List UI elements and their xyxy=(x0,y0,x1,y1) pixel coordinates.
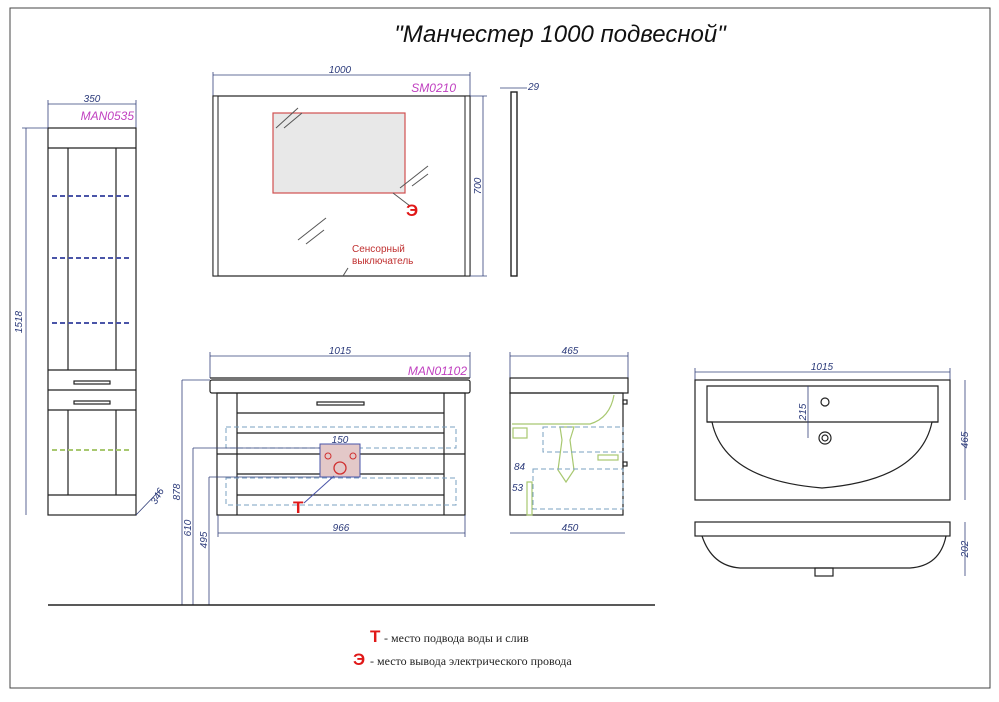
pipe-zone xyxy=(319,443,361,478)
switch-label-1: Сенсорный xyxy=(352,244,405,255)
pipe-zone-width-label: 150 xyxy=(332,435,349,446)
pencil-width-label: 350 xyxy=(84,94,101,105)
vanity-width-label: 1015 xyxy=(329,346,352,357)
pencil-case-view: 350 MAN0535 1518 346 xyxy=(14,94,167,516)
basin-depth-label: 465 xyxy=(960,431,971,448)
sheet-border xyxy=(9,7,991,689)
side-dim-53-label: 53 xyxy=(512,483,524,494)
pencil-code-label: MAN0535 xyxy=(81,109,135,123)
mirror-view: 1000 SM0210 Э Сенсорный выключатель 700 … xyxy=(212,65,540,277)
legend-electric-text: - место вывода электрического провода xyxy=(370,654,572,668)
pencil-height-label: 1518 xyxy=(14,310,25,333)
mirror-width-label: 1000 xyxy=(329,65,352,76)
basin-side-view: 202 xyxy=(694,521,971,577)
tap-offset-label: 215 xyxy=(798,403,809,421)
mirror-depth-label: 29 xyxy=(527,82,540,93)
pencil-depth-label: 346 xyxy=(149,486,167,506)
vanity-code-label: MAN01102 xyxy=(408,364,467,378)
basin-top-view: 1015 215 465 xyxy=(694,362,971,501)
legend-electric-mark: Э xyxy=(353,650,365,669)
basin-height-label: 202 xyxy=(960,540,971,558)
vanity-front-view: 1015 MAN01102 150 Т 966 878 610 495 xyxy=(48,346,655,606)
height-610-label: 610 xyxy=(183,519,194,536)
drawing-title: "Манчестер 1000 подвесной" xyxy=(394,21,727,48)
mirror-cabinet xyxy=(272,112,406,194)
legend-water-text: - место подвода воды и слив xyxy=(384,631,529,645)
switch-label-2: выключатель xyxy=(352,256,413,267)
legend: Т - место подвода воды и слив Э - место … xyxy=(353,627,572,669)
vanity-side-view: 465 84 53 450 xyxy=(509,346,629,534)
side-dim-84-label: 84 xyxy=(514,462,526,473)
side-depth-top-label: 465 xyxy=(562,346,579,357)
height-495-label: 495 xyxy=(199,531,210,548)
basin-width-label: 1015 xyxy=(811,362,834,373)
water-mark: Т xyxy=(293,498,304,517)
legend-water-mark: Т xyxy=(370,627,381,646)
mirror-height-label: 700 xyxy=(473,177,484,194)
vanity-body-width-label: 966 xyxy=(333,523,350,534)
electric-mark: Э xyxy=(406,201,418,220)
height-878-label: 878 xyxy=(172,483,183,500)
mirror-code-label: SM0210 xyxy=(411,81,456,95)
side-depth-body-label: 450 xyxy=(562,523,579,534)
